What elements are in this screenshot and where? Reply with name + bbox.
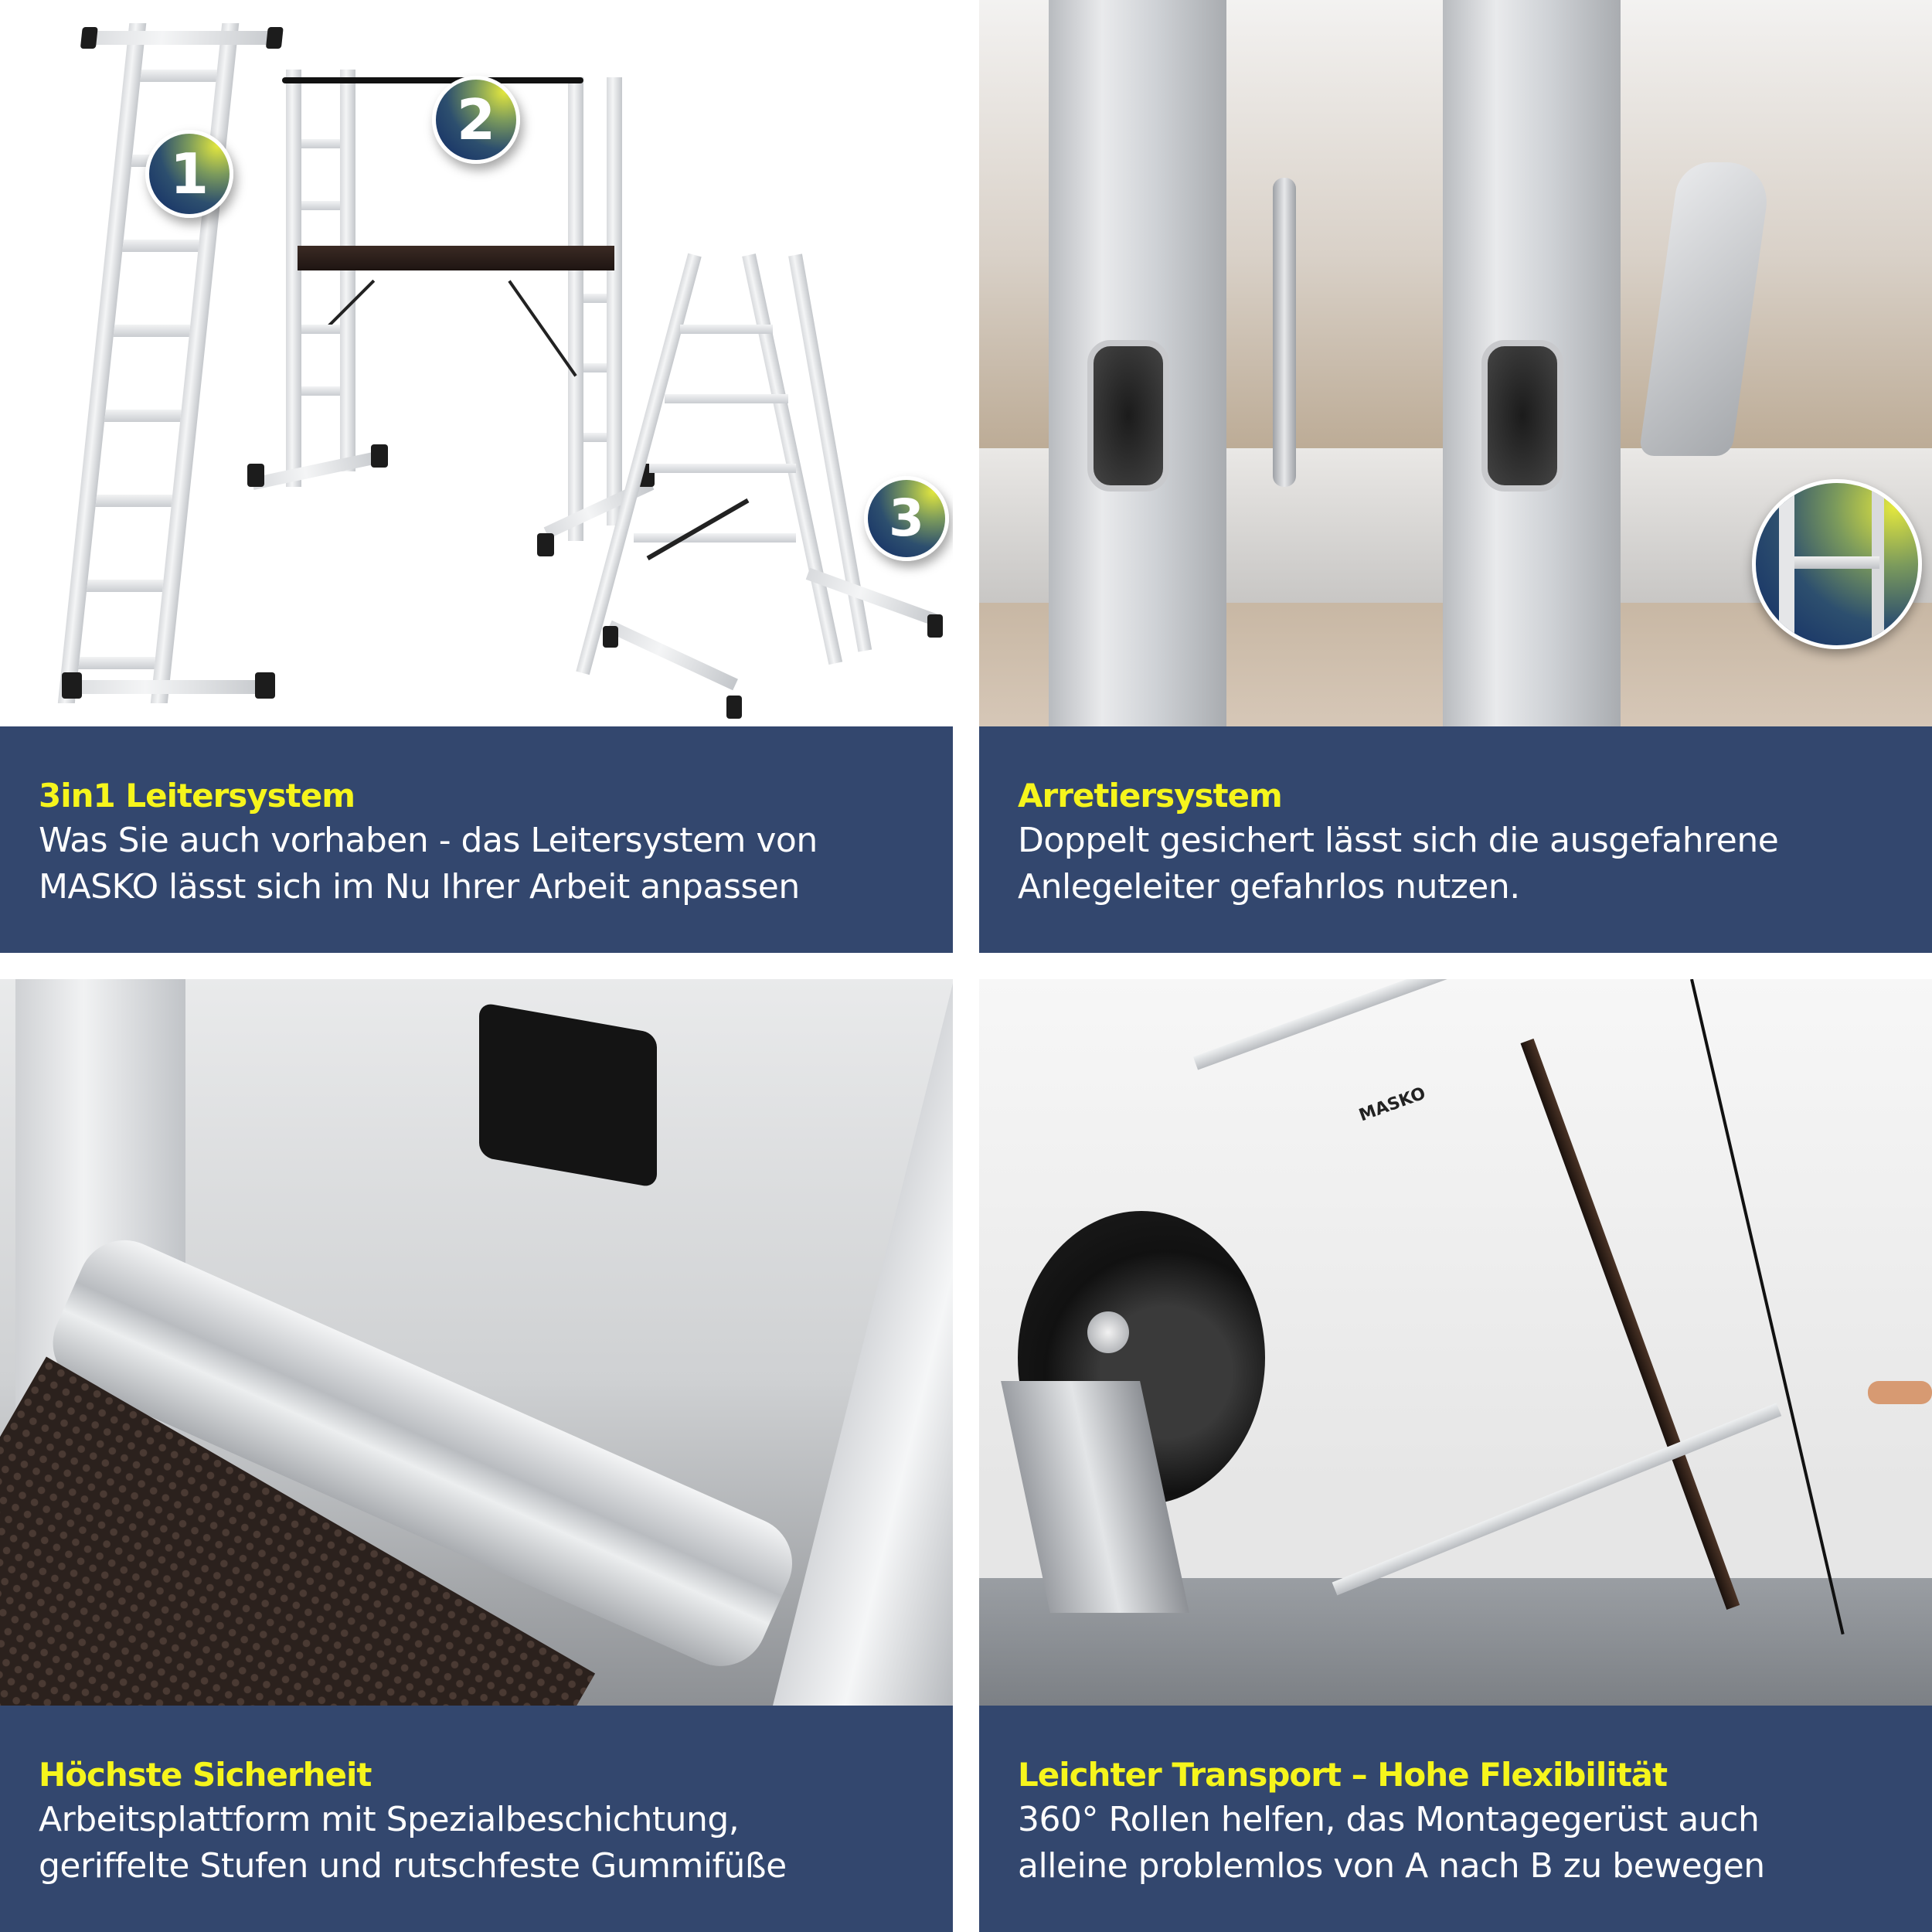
feature-heading: Höchste Sicherheit (39, 1756, 372, 1794)
lock-hook-icon (1638, 162, 1773, 456)
feature-heading: 3in1 Leitersystem (39, 777, 355, 815)
caption-band: 3in1 Leitersystem Was Sie auch vorhaben … (0, 726, 953, 953)
inset-closeup-circle (1752, 479, 1922, 649)
badge-1: 1 (145, 130, 233, 218)
feature-text-line-2: alleine problemlos von A nach B zu beweg… (1018, 1846, 1765, 1886)
feature-panel-leitersystem: 1 2 3 3in1 Leitersystem Was Sie auch vor… (0, 0, 953, 953)
stile-hole (1087, 340, 1169, 492)
locking-hooks-image (979, 0, 1932, 726)
feature-text-line-2: Anlegeleiter gefahrlos nutzen. (1018, 867, 1520, 906)
hand-icon (1868, 1381, 1932, 1404)
feature-text-line-2: MASKO lässt sich im Nu Ihrer Arbeit anpa… (39, 867, 800, 906)
caption-band: Höchste Sicherheit Arbeitsplattform mit … (0, 1706, 953, 1932)
scaffold-wheels-image: MASKO (979, 979, 1932, 1706)
rung-closeup-image (0, 979, 953, 1706)
feature-text-line-1: Was Sie auch vorhaben - das Leitersystem… (39, 821, 818, 860)
feature-text-line-1: Arbeitsplattform mit Spezialbeschichtung… (39, 1800, 740, 1839)
feature-heading: Arretiersystem (1018, 777, 1283, 815)
badge-3: 3 (864, 476, 949, 561)
wheel-axle (1087, 1311, 1129, 1353)
badge-2: 2 (432, 76, 520, 164)
stile-hole (1481, 340, 1563, 492)
feature-heading: Leichter Transport – Hohe Flexibilität (1018, 1756, 1668, 1794)
caption-band: Leichter Transport – Hohe Flexibilität 3… (979, 1706, 1932, 1932)
ladder-stile (773, 979, 953, 1706)
feature-text-line-1: 360° Rollen helfen, das Montagegerüst au… (1018, 1800, 1760, 1839)
feature-panel-sicherheit: Höchste Sicherheit Arbeitsplattform mit … (0, 979, 953, 1932)
platform-board (1520, 1038, 1740, 1611)
ladder-upper-section (1192, 979, 1706, 1070)
ladder-1-illustration (10, 23, 315, 719)
rubber-foot-icon (479, 1002, 657, 1189)
feature-panel-transport: MASKO Leichter Transport – Hohe Flexibil… (979, 979, 1932, 1932)
caption-band: Arretiersystem Doppelt gesichert lässt s… (979, 726, 1932, 953)
brand-label: MASKO (1356, 1083, 1429, 1126)
feature-text-line-1: Doppelt gesichert lässt sich die ausgefa… (1018, 821, 1779, 860)
feature-panel-arretiersystem: Arretiersystem Doppelt gesichert lässt s… (979, 0, 1932, 953)
lock-hook-icon (1273, 178, 1296, 487)
feature-text-line-2: geriffelte Stufen und rutschfeste Gummif… (39, 1846, 787, 1886)
ladder-configurations-image: 1 2 3 (0, 0, 953, 726)
